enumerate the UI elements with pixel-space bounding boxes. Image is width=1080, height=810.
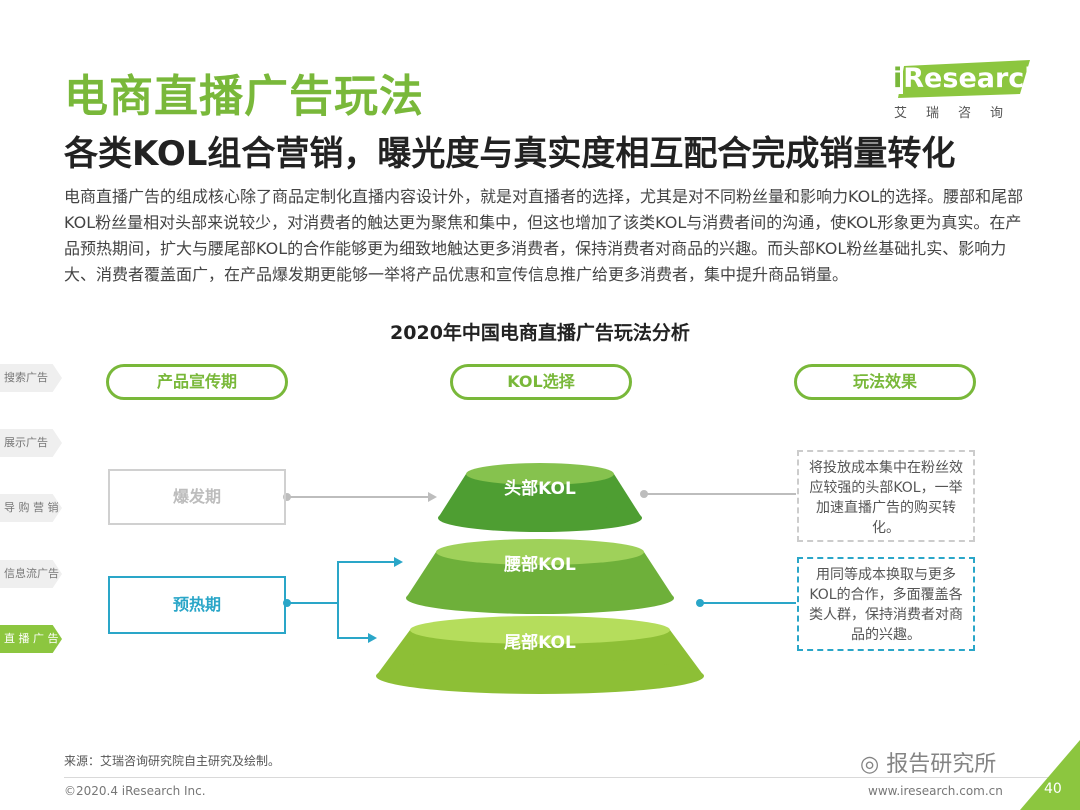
tier-waist-label: 腰部KOL: [504, 554, 576, 575]
copyright: ©2020.4 iResearch Inc.: [64, 784, 206, 798]
wechat-icon: ◎: [860, 752, 887, 777]
phase-burst: 爆发期: [108, 469, 286, 525]
arrow-head: [368, 633, 377, 643]
tier-head: [438, 463, 642, 532]
tier-tail-label: 尾部KOL: [504, 632, 576, 653]
side-tab-feed[interactable]: 信息流广告: [0, 560, 62, 588]
effect-waist-tail-kol: 用同等成本换取与更多KOL的合作，多面覆盖各类人群，保持消费者对商品的兴趣。: [797, 557, 975, 651]
effect-head-kol: 将投放成本集中在粉丝效应较强的头部KOL，一举加速直播广告的购买转化。: [797, 450, 975, 542]
logo-word: Research: [903, 63, 1044, 94]
footer-divider: [64, 777, 1054, 778]
logo-background-shape: [898, 60, 1030, 98]
connector-dot: [640, 490, 648, 498]
page-title: 电商直播广告玩法: [64, 71, 424, 122]
side-tab-shopping-guide[interactable]: 导 购 营 销: [0, 494, 62, 522]
logo-wordmark: iResearch: [892, 63, 1044, 94]
website-link[interactable]: www.iresearch.com.cn: [868, 784, 1003, 798]
side-tab-search[interactable]: 搜索广告: [0, 364, 62, 392]
arrow-head: [394, 557, 403, 567]
connector-warm-tail: [337, 603, 368, 639]
header-kol-selection: KOL选择: [450, 364, 632, 400]
connector-dot: [696, 599, 704, 607]
page-subtitle: 各类KOL组合营销，曝光度与真实度相互配合完成销量转化: [64, 134, 956, 174]
arrow-head: [428, 492, 437, 502]
page-number: 40: [1044, 781, 1062, 797]
source-note: 来源：艾瑞咨询研究院自主研究及绘制。: [64, 754, 281, 768]
logo-i: i: [892, 63, 904, 94]
tier-head-label: 头部KOL: [504, 478, 576, 499]
header-effect: 玩法效果: [794, 364, 976, 400]
side-tab-live[interactable]: 直 播 广 告: [0, 625, 62, 653]
header-promo-period: 产品宣传期: [106, 364, 288, 400]
diagram-title: 2020年中国电商直播广告玩法分析: [390, 322, 690, 344]
wechat-watermark: ◎ 报告研究所: [860, 746, 996, 778]
phase-warm: 预热期: [108, 576, 286, 634]
side-tab-display[interactable]: 展示广告: [0, 429, 62, 457]
watermark-text: 报告研究所: [886, 752, 997, 777]
logo-chinese: 艾瑞咨询: [894, 106, 1023, 121]
tier-waist: [406, 539, 674, 614]
tier-tail: [376, 616, 704, 694]
iresearch-logo: iResearch 艾瑞咨询: [890, 60, 1044, 121]
connector-warm-waist: [286, 561, 394, 604]
intro-paragraph: 电商直播广告的组成核心除了商品定制化直播内容设计外，就是对直播者的选择，尤其是对…: [64, 187, 1024, 284]
